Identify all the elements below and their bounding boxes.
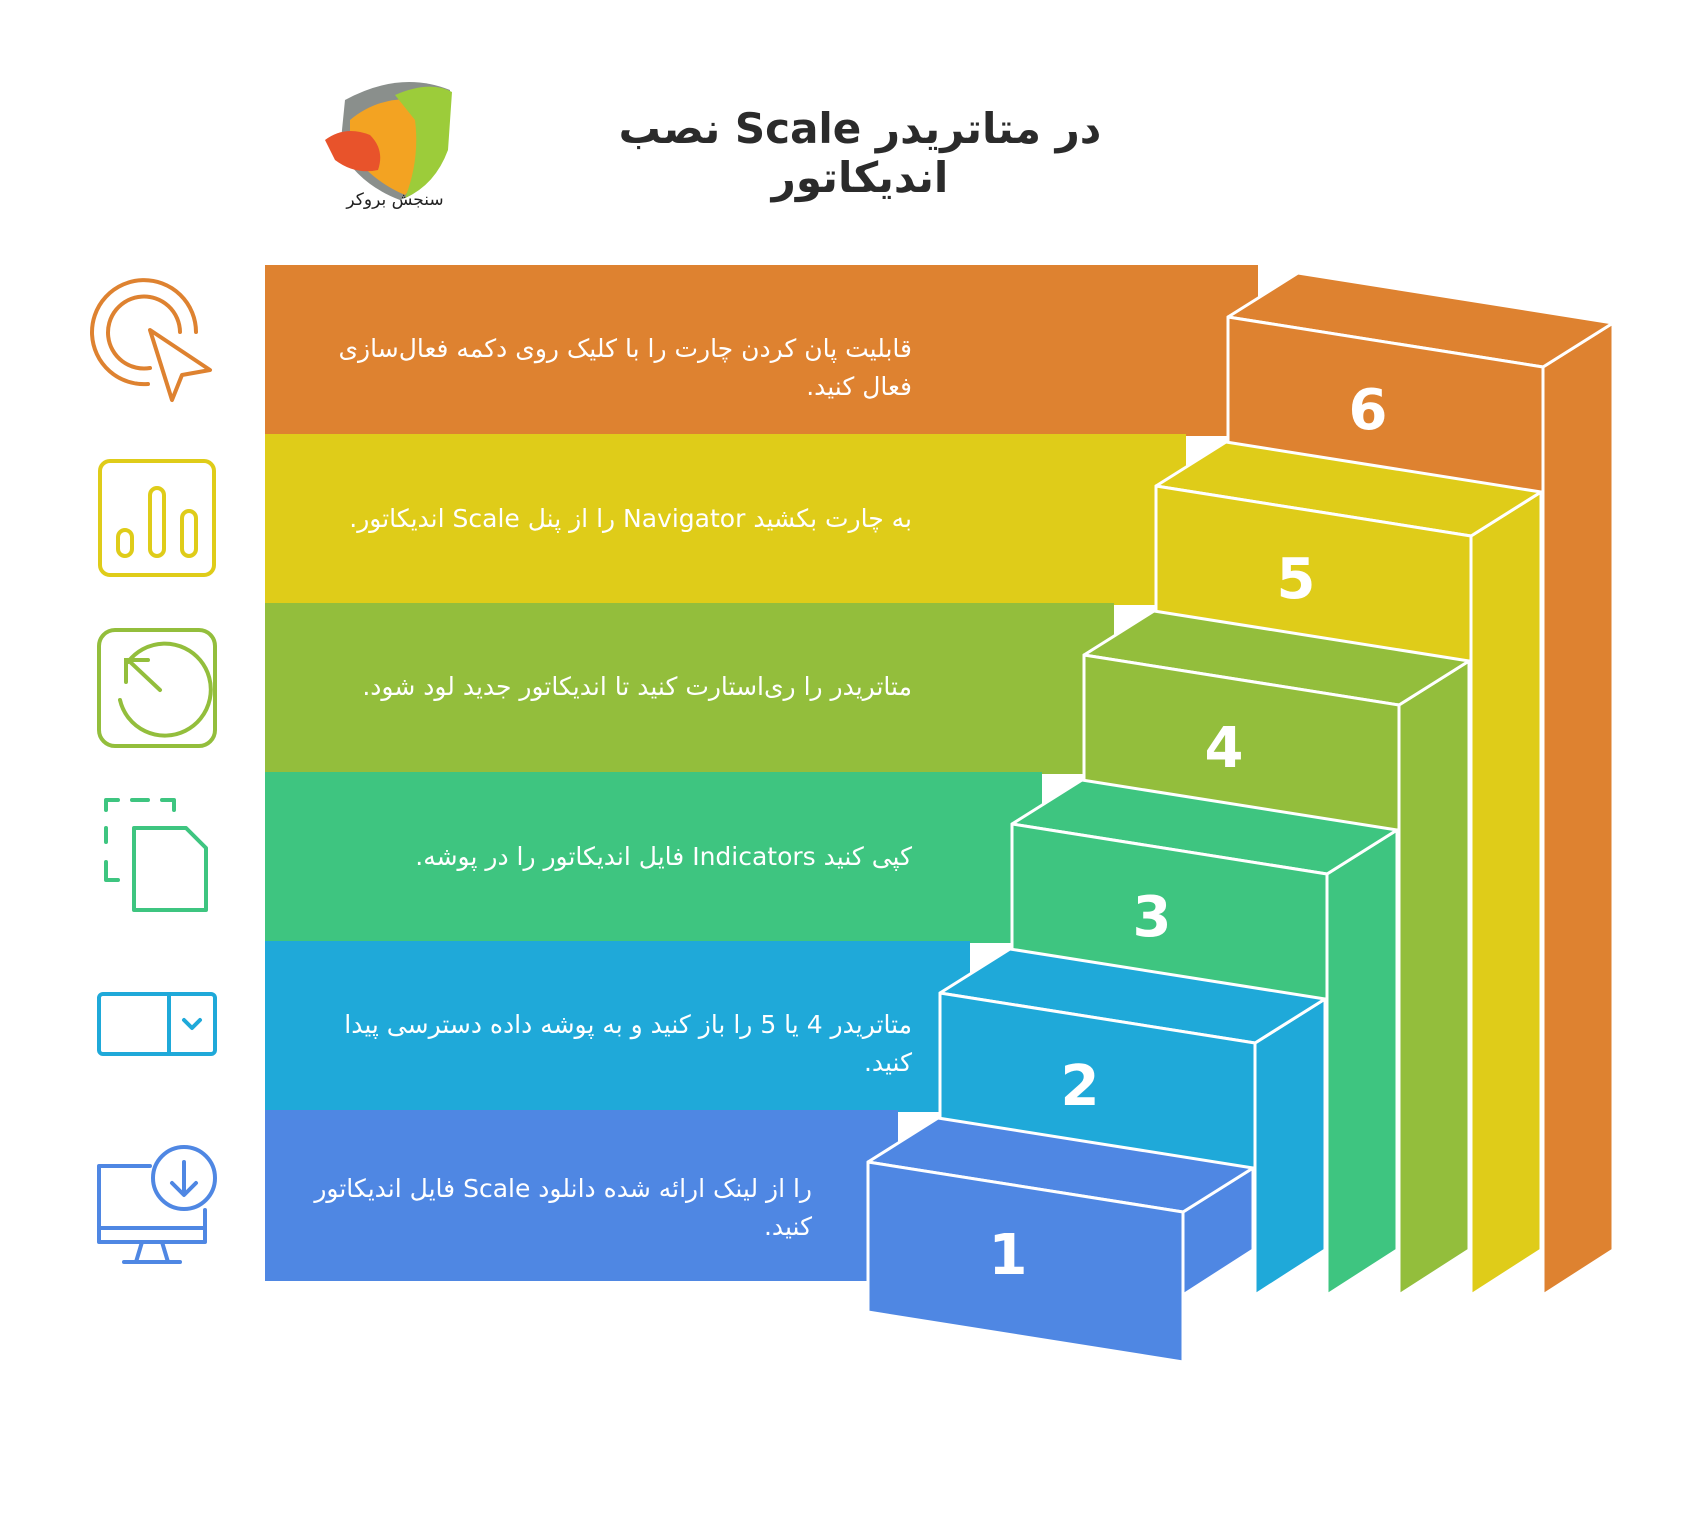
step-rows xyxy=(265,265,1258,1281)
step-4-side xyxy=(1397,659,1471,1297)
step-2-label: متاتریدر 4 یا 5 را باز کنید و به پوشه دا… xyxy=(344,1010,912,1077)
step-6-row xyxy=(265,265,1258,436)
step-5-side xyxy=(1469,490,1543,1297)
step-4-label: متاتریدر را ری‌استارت کنید تا اندیکاتور … xyxy=(362,672,912,701)
step-1-block: 1 xyxy=(866,1116,1255,1364)
monitor-download-icon xyxy=(97,1145,217,1264)
step-1-number: 1 xyxy=(989,1223,1028,1288)
dropdown-select-icon xyxy=(97,992,217,1056)
step-6-number: 6 xyxy=(1349,378,1388,443)
staircase: 6 5 4 3 2 1 xyxy=(866,271,1615,1364)
step-2-row xyxy=(265,941,970,1112)
step-5-label: به چارت بکشید Navigator را از پنل Scale … xyxy=(349,504,912,533)
step-6-label: قابلیت پان کردن چارت را با کلیک روی دکمه… xyxy=(338,334,912,401)
step-5-row xyxy=(265,434,1186,605)
step-4-row xyxy=(265,603,1114,774)
click-cursor-icon xyxy=(90,278,212,402)
step-6-side xyxy=(1541,321,1615,1297)
step-icons xyxy=(90,278,217,1264)
step-5-block: 5 xyxy=(1154,440,1543,1297)
step-3-label: کپی کنید Indicators فایل اندیکاتور را در… xyxy=(415,842,912,871)
step-6-block: 6 xyxy=(1226,271,1615,1297)
step-1-front xyxy=(866,1160,1185,1364)
step-3-row xyxy=(265,772,1042,943)
page-title: در متاتریدر Scale نصب اندیکاتور xyxy=(618,104,1102,202)
logo-text: سنجش بروکر xyxy=(346,190,444,210)
step-5-number: 5 xyxy=(1277,547,1316,612)
step-1-label: را از لینک ارائه شده دانلود Scale فایل ا… xyxy=(314,1174,812,1241)
step-4-number: 4 xyxy=(1205,716,1244,781)
restart-clock-icon xyxy=(97,628,217,748)
bar-chart-icon xyxy=(98,459,216,577)
step-1-row xyxy=(265,1110,898,1281)
step-3-side xyxy=(1325,828,1399,1297)
copy-file-icon xyxy=(104,798,208,912)
step-3-number: 3 xyxy=(1133,885,1172,950)
step-2-side xyxy=(1253,997,1327,1297)
step-2-number: 2 xyxy=(1061,1054,1100,1119)
logo-icon xyxy=(325,82,452,200)
